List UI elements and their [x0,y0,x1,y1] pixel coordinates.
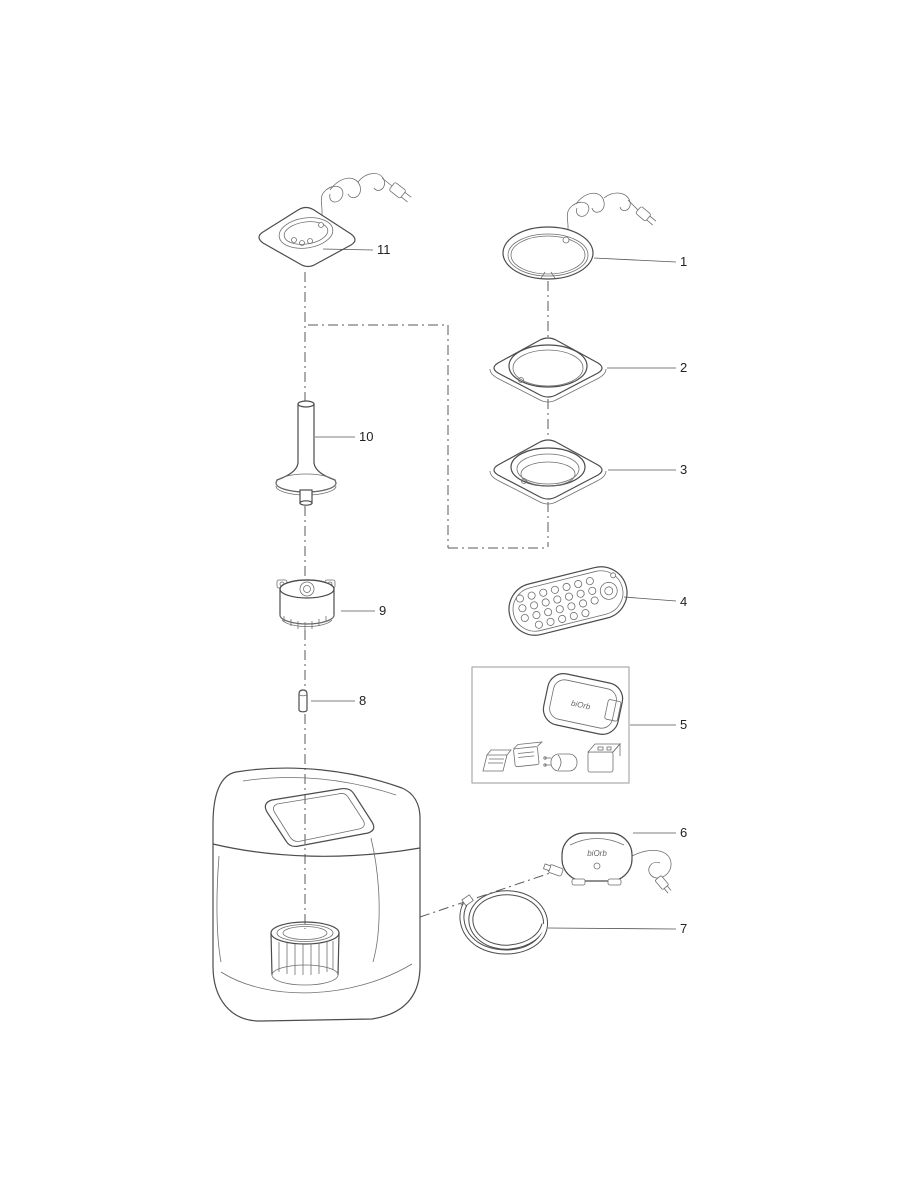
callout-labels: 1 2 3 4 5 6 7 8 9 10 11 [359,242,687,936]
part-tank-body [212,767,421,1022]
part-label-8: 8 [359,693,366,708]
part-7-airline-tubing [459,890,549,955]
part-label-4: 4 [680,594,687,609]
pump-power-cord [631,849,672,894]
adapter-brand-text: biOrb [570,699,592,712]
disc-cord-plug [635,206,657,226]
part-3-lid-tray [489,439,607,505]
leader-lines [311,248,677,930]
knurled-ring [281,616,333,630]
power-adapter: biOrb [542,673,624,735]
part-label-6: 6 [680,825,687,840]
pump-cord-plug [655,875,672,894]
lid-power-cord [319,173,412,225]
part-6-air-pump: biOrb [542,832,672,894]
tank-top-opening [264,787,375,848]
part-label-1: 1 [680,254,687,269]
part-4-remote-control [508,566,628,636]
tank-inner-basket [270,921,340,986]
part-label-10: 10 [359,429,373,444]
part-label-9: 9 [379,603,386,618]
kit-box-border [471,666,630,784]
part-8-bushing [298,689,308,713]
tubing-connector [460,894,474,907]
axis-dashdot-lines [304,272,557,929]
part-label-2: 2 [680,360,687,375]
part-2-lid-frame [489,337,607,403]
part-9-pump-motor [276,579,336,630]
part-1-light-disc [502,192,657,280]
leader-line-1 [593,257,677,263]
plug-adapter-uk [587,742,621,773]
basket-ribs [278,941,334,975]
disc-power-cord [565,192,657,240]
part-label-7: 7 [680,921,687,936]
leader-line-11 [322,248,374,251]
pump-brand-text: biOrb [587,849,607,858]
part-label-3: 3 [680,462,687,477]
part-10-bubble-tube [275,400,337,506]
leader-line-7 [547,927,677,930]
lid-cord-plug [389,182,412,203]
part-11-square-lid [258,173,412,268]
remote-buttons [515,572,618,629]
plug-adapter-europlug [543,753,578,772]
part-label-11: 11 [377,242,391,257]
part-5-power-supply-kit: biOrb [471,666,630,784]
part-label-5: 5 [680,717,687,732]
pump-connection-dashdot [419,870,557,918]
pump-air-nozzle [542,863,564,877]
plug-adapter-1 [482,749,512,772]
leader-line-4 [623,596,677,602]
plug-adapter-2 [513,741,543,768]
